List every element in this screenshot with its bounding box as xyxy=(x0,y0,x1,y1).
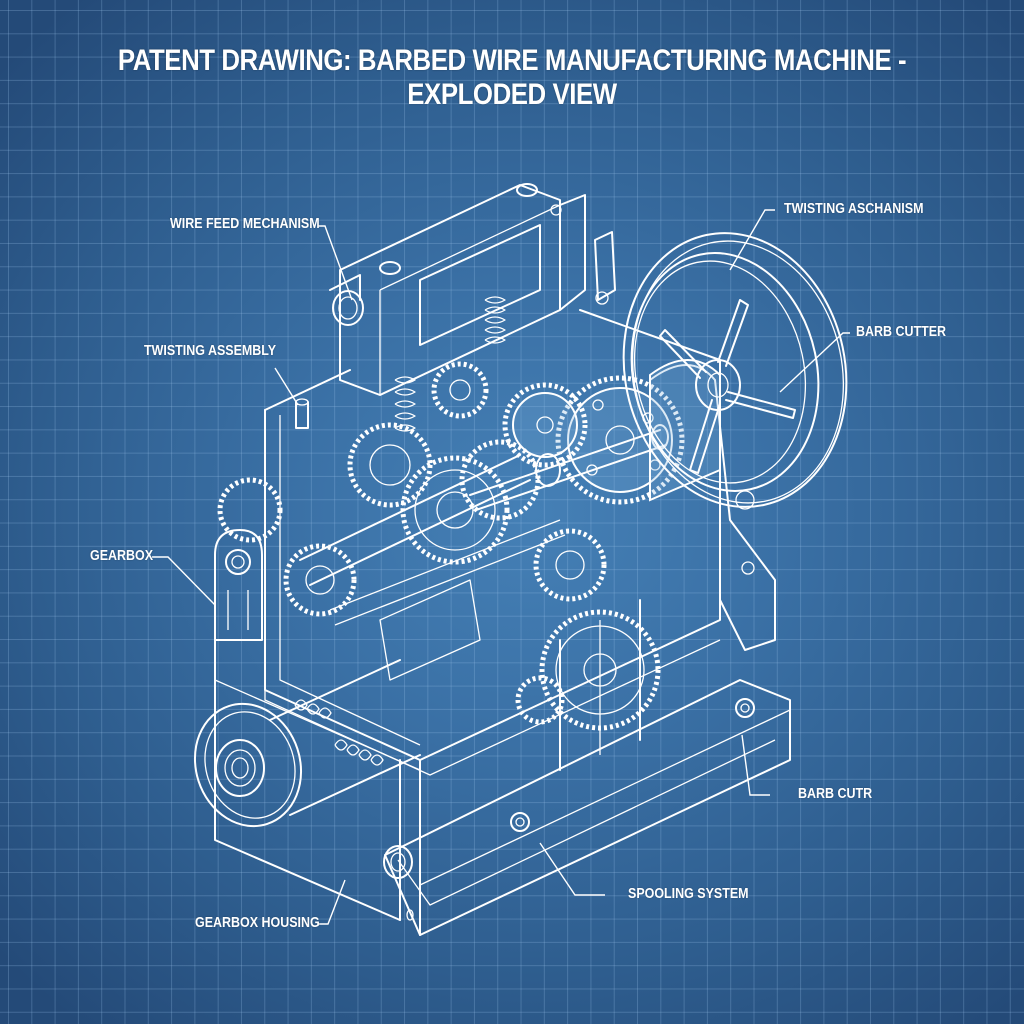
label-barb-cutter: BARB CUTTER xyxy=(856,324,947,340)
wire-feed-bolt xyxy=(329,274,364,326)
shafts xyxy=(299,424,669,681)
flywheel-bracket xyxy=(649,359,776,651)
gearbox-bracket xyxy=(214,529,263,641)
springs xyxy=(294,296,506,766)
label-twisting-aschanism: TWISTING ASCHANISM xyxy=(784,201,924,217)
gears xyxy=(217,361,685,731)
leader-barb-cuttr xyxy=(741,734,770,796)
top-frame xyxy=(339,183,616,396)
flywheel xyxy=(622,232,848,508)
label-barb-cuttr: BARB CUTR xyxy=(798,786,873,802)
leader-gearbox-housing xyxy=(318,879,346,925)
leader-spooling-system xyxy=(539,842,605,896)
leader-barb-cutter xyxy=(779,332,850,393)
leader-twisting-aschanism xyxy=(729,209,775,271)
drawing-title: PATENT DRAWING: BARBED WIRE MANUFACTURIN… xyxy=(117,44,907,111)
label-spooling-system: SPOOLING SYSTEM xyxy=(628,886,749,902)
leader-wire-feed xyxy=(318,225,353,301)
main-frame xyxy=(214,309,721,936)
leader-lines xyxy=(152,209,850,925)
front-bolt xyxy=(383,845,414,921)
leader-gearbox xyxy=(152,556,216,606)
twisting-post xyxy=(295,398,309,429)
label-gearbox-housing: GEARBOX HOUSING xyxy=(195,915,320,931)
label-twisting-assembly: TWISTING ASSEMBLY xyxy=(144,343,277,359)
leader-twisting-assembly xyxy=(274,367,299,406)
label-gearbox: GEARBOX xyxy=(90,548,154,564)
label-wire-feed-mechanism: WIRE FEED MECHANISM xyxy=(170,216,320,232)
lower-pulley xyxy=(193,659,421,828)
